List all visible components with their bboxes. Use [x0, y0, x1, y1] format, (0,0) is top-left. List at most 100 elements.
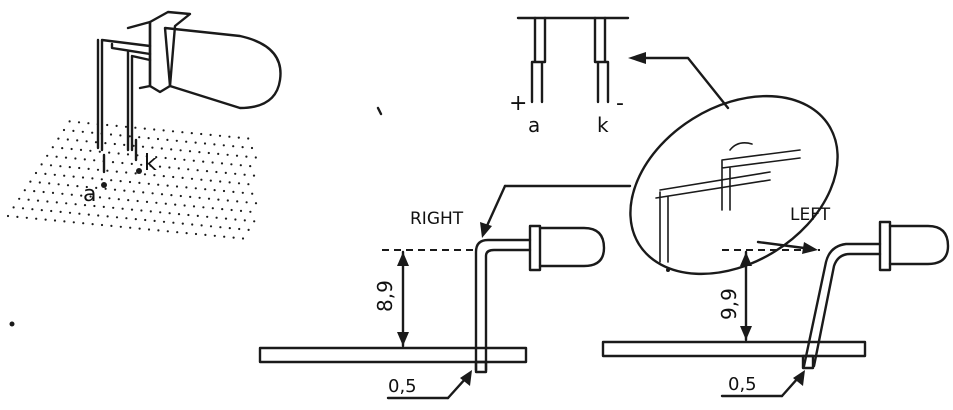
grid-dot — [203, 142, 207, 145]
grid-dot — [121, 161, 124, 165]
grid-dot — [138, 181, 141, 184]
left-protrusion-value: 0,5 — [728, 374, 757, 395]
grid-dot — [57, 183, 60, 186]
left-mount-view: LEFT 9,9 0,5 — [601, 205, 950, 398]
grid-dot — [194, 141, 197, 144]
anode-hole — [101, 182, 107, 188]
grid-dot — [115, 216, 119, 219]
led-leg-anode — [100, 38, 152, 152]
grid-dot — [46, 154, 49, 157]
grid-dot — [170, 148, 173, 151]
grid-dot — [66, 184, 70, 187]
grid-dot — [190, 177, 194, 180]
anode-label-small: a — [83, 182, 96, 207]
grid-dot — [89, 149, 92, 152]
grid-dot — [147, 228, 151, 231]
grid-dot — [207, 151, 210, 155]
grid-dot — [215, 216, 218, 219]
grid-dot — [89, 195, 92, 198]
grid-dot — [241, 146, 244, 149]
grid-dot — [94, 141, 98, 144]
grid-dot — [162, 220, 166, 223]
grid-dot — [29, 180, 32, 183]
grid-dot — [149, 164, 152, 167]
grid-dot — [98, 150, 101, 153]
grid-dot — [249, 165, 252, 168]
grid-dot — [115, 124, 118, 127]
grid-dot — [153, 219, 156, 222]
grid-dot — [72, 129, 75, 132]
led-dome — [163, 26, 282, 110]
grid-dot — [109, 133, 113, 136]
grid-dot — [91, 223, 94, 226]
grid-dot — [220, 162, 224, 165]
grid-dot — [213, 234, 216, 237]
grid-dot — [156, 137, 160, 141]
right-pointer-arrowhead — [480, 222, 492, 238]
grid-dot — [174, 203, 177, 206]
left-pointer-arrowhead — [802, 242, 818, 254]
grid-dot — [113, 188, 117, 191]
left-dim-arrow-bottom — [740, 326, 752, 340]
grid-dot — [192, 205, 196, 208]
grid-dot — [63, 174, 66, 177]
grid-dot — [222, 144, 225, 147]
grid-dot — [142, 191, 145, 194]
grid-dot — [46, 200, 49, 203]
grid-dot — [160, 193, 164, 196]
grid-dot — [177, 213, 181, 216]
grid-dot — [128, 135, 131, 138]
grid-dot — [237, 182, 241, 185]
grid-dot — [162, 129, 165, 132]
grid-dot — [82, 222, 85, 225]
grid-dot — [55, 201, 58, 204]
grid-dot — [66, 138, 69, 141]
grid-dot — [236, 200, 239, 203]
left-led-leg — [802, 242, 882, 368]
grid-dot — [155, 201, 158, 204]
grid-dot — [200, 132, 203, 136]
grid-dot — [237, 136, 240, 139]
grid-dot — [87, 167, 90, 170]
grid-dot — [247, 137, 250, 140]
grid-dot — [243, 219, 246, 222]
magnified-leg-2 — [721, 149, 801, 211]
anode-pin — [530, 16, 547, 104]
right-leg-tip — [474, 360, 488, 374]
grid-dot — [126, 153, 130, 156]
left-dim-arrow-top — [740, 252, 752, 266]
grid-dot — [25, 216, 28, 219]
grid-dot — [144, 218, 147, 222]
grid-dot — [206, 215, 209, 218]
grid-dot — [185, 186, 188, 189]
grid-dot — [50, 209, 53, 213]
grid-dot — [217, 152, 220, 155]
grid-dot — [232, 236, 235, 239]
grid-dot — [104, 187, 107, 190]
grid-dot — [138, 136, 141, 139]
grid-dot — [74, 203, 77, 206]
grid-dot — [211, 207, 214, 210]
grid-dot — [159, 211, 162, 214]
grid-dot — [196, 214, 199, 217]
grid-dot — [217, 198, 220, 201]
anode-pin-label: a — [528, 113, 540, 137]
grid-dot — [16, 215, 19, 218]
right-height-value: 8,9 — [373, 280, 397, 312]
grid-dot — [147, 137, 150, 140]
grid-dot — [59, 210, 62, 213]
grid-dot — [228, 181, 231, 184]
grid-dot — [157, 183, 160, 186]
grid-dot — [230, 208, 233, 212]
grid-dot — [33, 190, 36, 193]
grid-dot — [224, 171, 227, 174]
grid-dot — [55, 155, 58, 158]
grid-dot — [175, 185, 179, 188]
grid-dot — [72, 221, 75, 224]
grid-dot — [177, 167, 180, 170]
grid-dot — [128, 180, 132, 184]
grid-dot — [176, 231, 179, 234]
grid-dot — [151, 192, 154, 195]
grid-dot — [179, 149, 182, 152]
grid-dot — [239, 164, 242, 167]
